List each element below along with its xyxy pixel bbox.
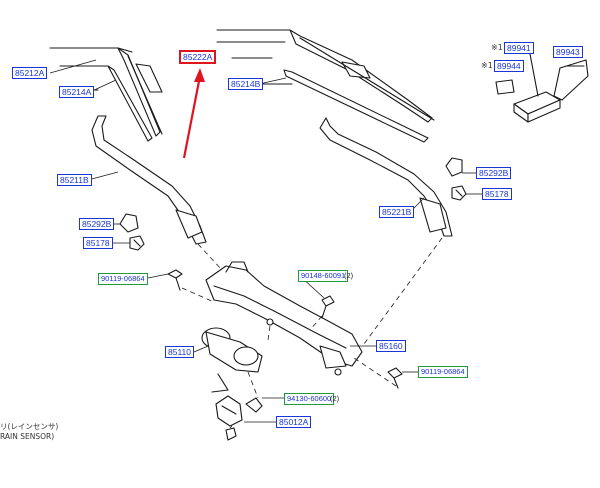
note-mark-89941: ※1 <box>491 43 503 52</box>
note-mark-89944: ※1 <box>481 61 493 70</box>
right-arm-cap <box>445 157 463 177</box>
part-label-85160[interactable]: 85160 <box>376 340 406 352</box>
rain-sensor-note-en: RAIN SENSOR) <box>0 432 55 441</box>
part-label-89944[interactable]: 89944 <box>494 60 524 72</box>
part-label-85178-left[interactable]: 85178 <box>83 237 113 249</box>
part-label-85222A[interactable]: 85222A <box>179 50 217 64</box>
left-wiper-arm <box>91 115 207 245</box>
part-label-85221B[interactable]: 85221B <box>379 206 415 218</box>
right-blade-refill <box>231 57 429 143</box>
link-bracket <box>215 395 263 441</box>
part-label-94130-60600[interactable]: 94130-60600 <box>284 393 335 405</box>
bolt-top <box>321 295 335 319</box>
part-label-85292B-left[interactable]: 85292B <box>79 218 115 230</box>
bolt-right <box>387 367 403 389</box>
rain-sensor-pad <box>495 79 515 95</box>
part-label-85110[interactable]: 85110 <box>165 346 195 358</box>
rain-sensor-cover <box>553 59 589 101</box>
part-label-85212A[interactable]: 85212A <box>12 67 48 79</box>
right-wiper-arm <box>319 117 453 237</box>
left-blade-refill <box>59 65 153 142</box>
part-label-85214B[interactable]: 85214B <box>228 78 264 90</box>
wiper-motor <box>201 327 263 393</box>
part-label-85178-right[interactable]: 85178 <box>482 188 512 200</box>
left-wiper-blade <box>49 47 163 137</box>
left-arm-nut <box>129 235 145 251</box>
part-label-85292B-right[interactable]: 85292B <box>476 167 512 179</box>
left-arm-cap <box>119 213 139 233</box>
part-label-90148-60091[interactable]: 90148-60091 <box>298 270 349 282</box>
part-label-85211B[interactable]: 85211B <box>57 174 92 186</box>
part-label-89941[interactable]: 89941 <box>504 42 534 54</box>
rain-sensor-note-jp: リ(レインセンサ) <box>0 422 59 431</box>
part-label-90119-06864-left[interactable]: 90119-06864 <box>98 273 148 285</box>
highlight-arrow <box>182 68 205 159</box>
part-label-90119-06864-right[interactable]: 90119-06864 <box>418 366 468 378</box>
right-arm-nut <box>451 185 467 201</box>
bolt-left <box>167 269 183 291</box>
part-label-89943[interactable]: 89943 <box>553 46 583 58</box>
wiper-link-assembly <box>205 261 363 376</box>
part-label-85012A[interactable]: 85012A <box>276 416 312 428</box>
qty-90148-60091: (2) <box>344 271 354 280</box>
rain-sensor-unit <box>513 53 561 123</box>
right-wiper-blade <box>216 29 435 123</box>
qty-94130-60600: (2) <box>330 394 340 403</box>
part-label-85214A[interactable]: 85214A <box>59 86 95 98</box>
